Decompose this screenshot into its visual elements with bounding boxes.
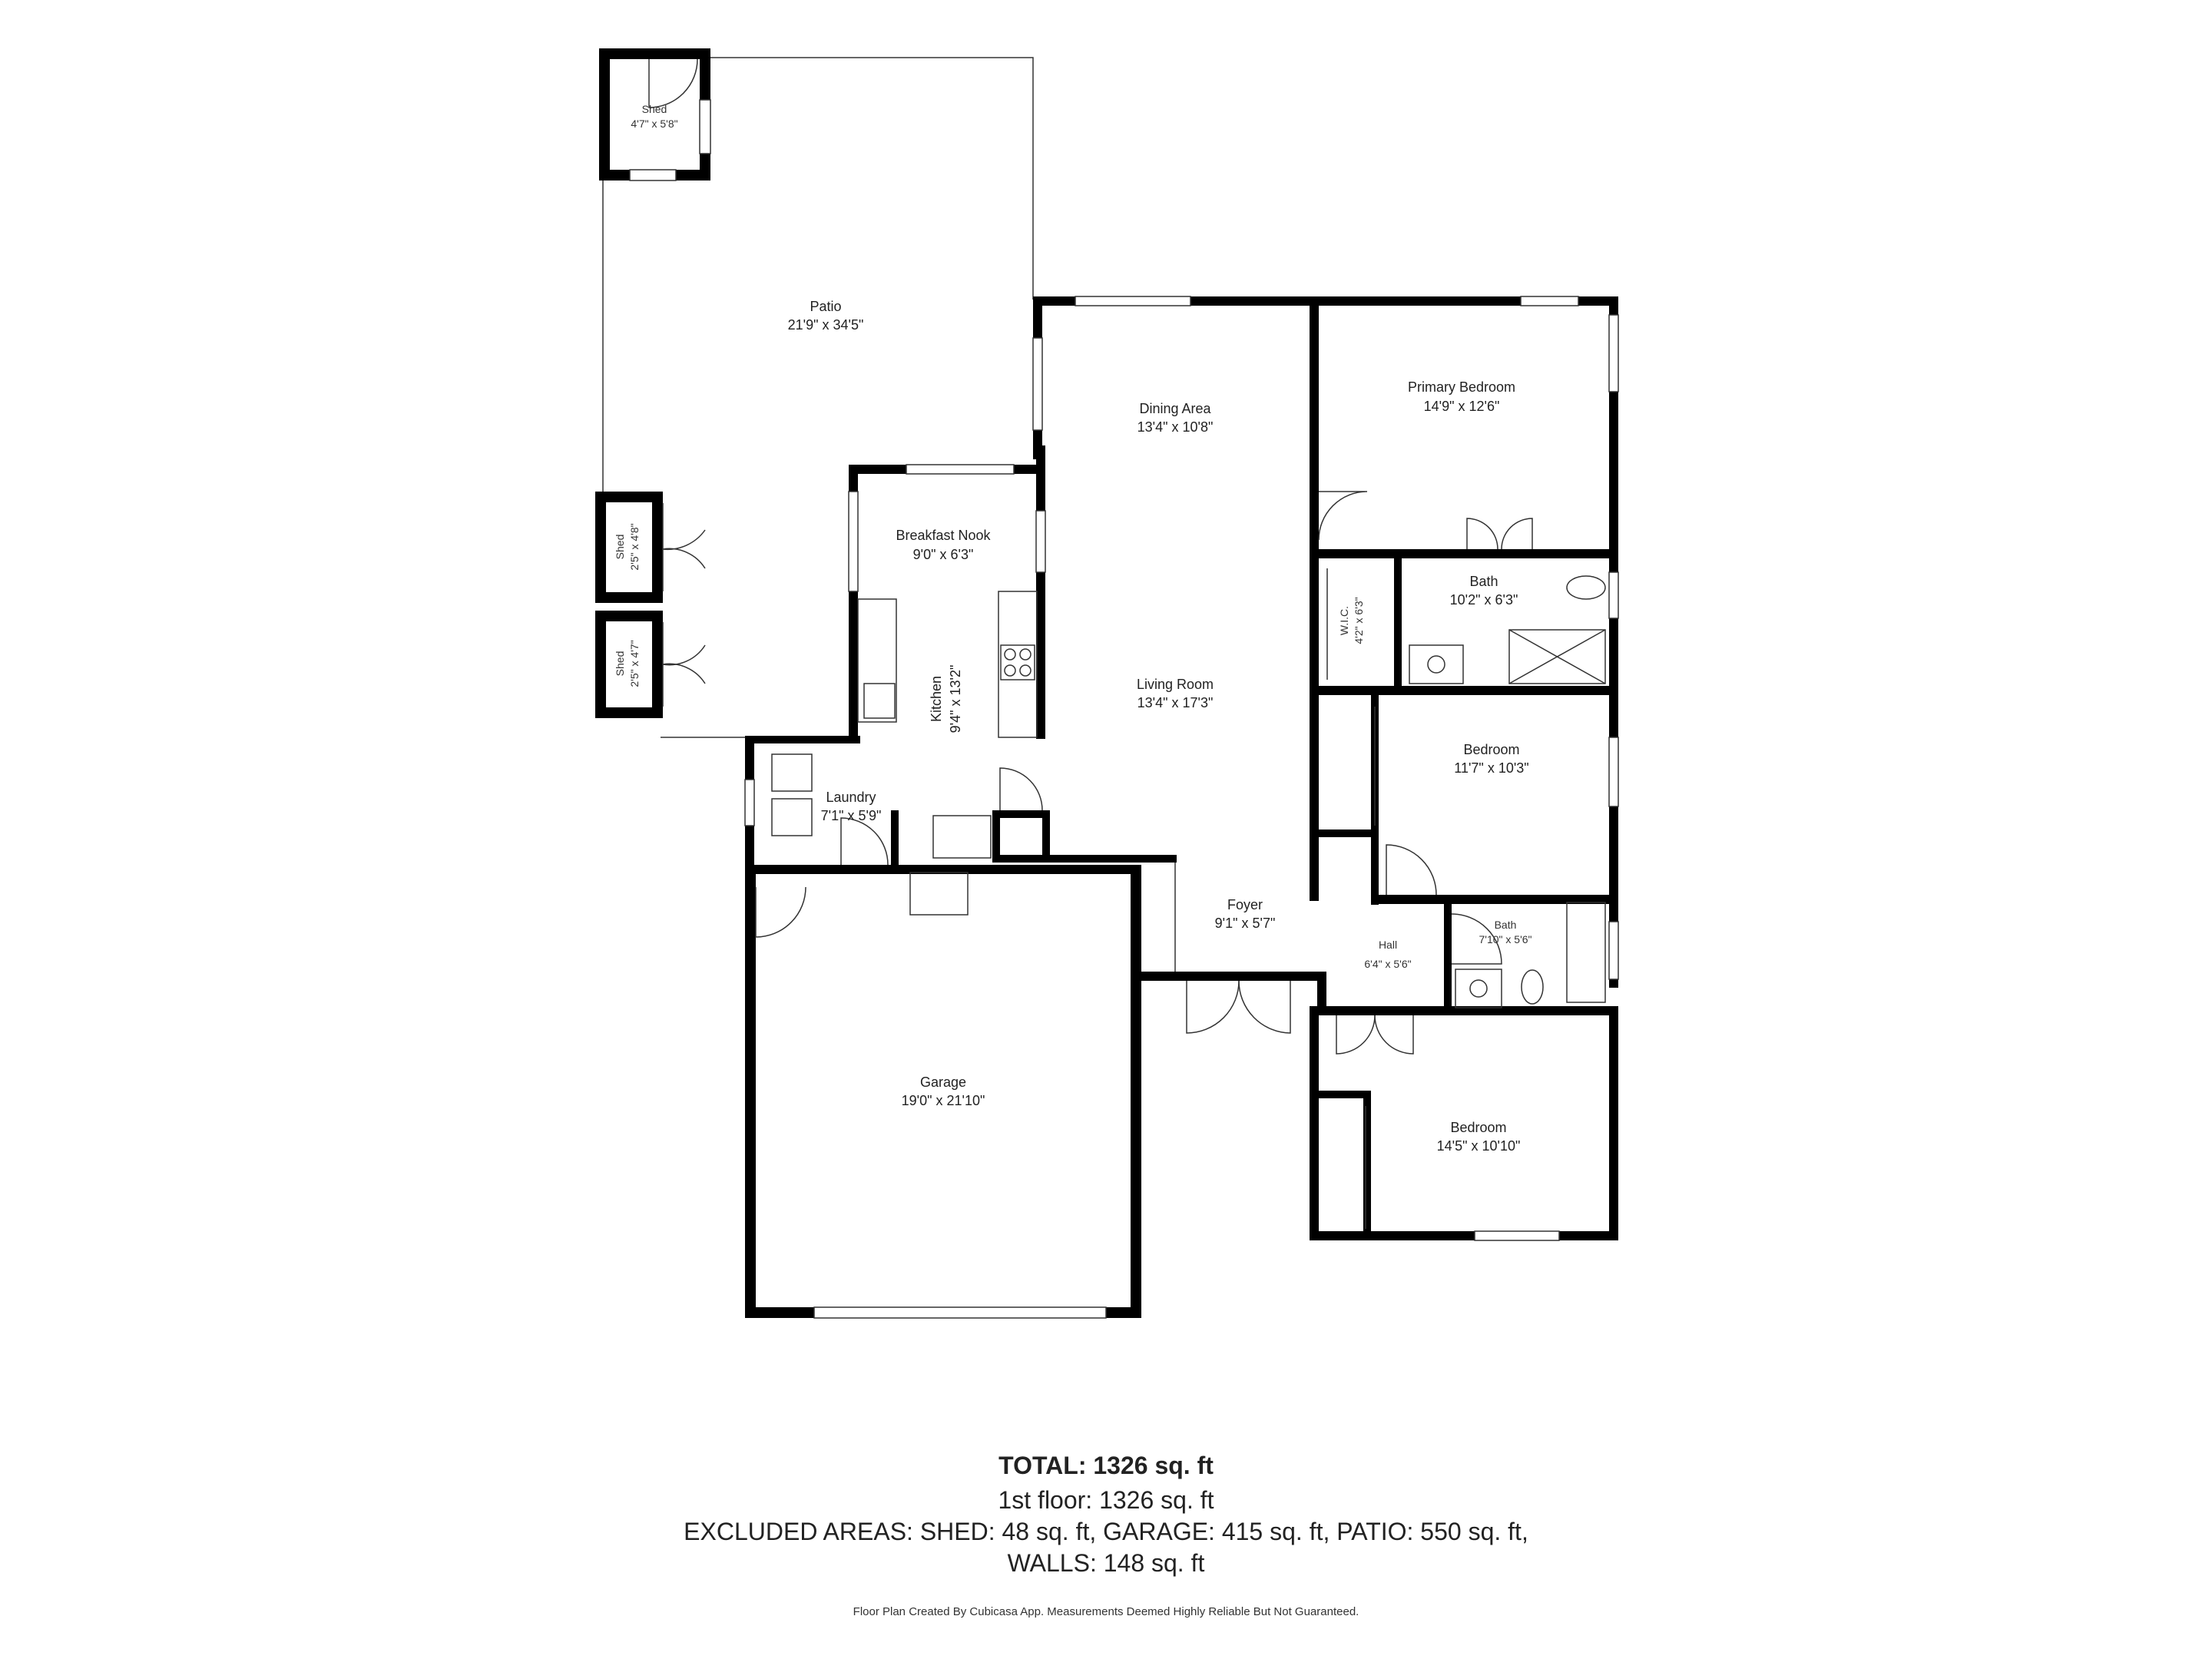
room-label-shed-top: Shed 4'7" x 5'8" — [631, 103, 677, 130]
room-size: 13'4" x 17'3" — [1137, 695, 1214, 710]
room-size: 11'7" x 10'3" — [1454, 760, 1528, 776]
room-size: 9'4" x 13'2" — [948, 665, 963, 733]
room-label-primary-bedroom: Primary Bedroom 14'9" x 12'6" — [1408, 379, 1515, 414]
room-name: Bath — [1469, 574, 1498, 589]
foyer-outline — [1137, 859, 1176, 972]
room-label-garage: Garage 19'0" x 21'10" — [902, 1075, 985, 1108]
windows — [629, 99, 1619, 1319]
room-size: 14'9" x 12'6" — [1424, 399, 1500, 414]
room-name: Bedroom — [1450, 1120, 1506, 1135]
room-label-dining-area: Dining Area 13'4" x 10'8" — [1137, 401, 1214, 435]
room-size: 10'2" x 6'3" — [1450, 592, 1518, 608]
patio-outline — [602, 57, 1034, 738]
room-label-bedroom-3: Bedroom 14'5" x 10'10" — [1437, 1120, 1521, 1154]
room-size: 2'5" x 4'8" — [628, 523, 641, 570]
room-label-foyer: Foyer 9'1" x 5'7" — [1215, 897, 1276, 931]
room-name: Living Room — [1137, 677, 1214, 692]
room-label-laundry: Laundry 7'1" x 5'9" — [821, 790, 882, 823]
room-label-bath-primary: Bath 10'2" x 6'3" — [1450, 574, 1518, 608]
room-name: Patio — [810, 299, 841, 314]
room-label-living-room: Living Room 13'4" x 17'3" — [1137, 677, 1214, 710]
room-name: Shed — [642, 103, 667, 115]
room-size: 21'9" x 34'5" — [788, 317, 864, 333]
room-label-breakfast-nook: Breakfast Nook 9'0" x 6'3" — [896, 528, 991, 562]
room-name: W.I.C. — [1338, 606, 1350, 635]
room-name: Primary Bedroom — [1408, 379, 1515, 395]
room-name: Bedroom — [1463, 742, 1519, 757]
room-size: 2'5" x 4'7" — [628, 640, 641, 687]
room-size: 4'2" x 6'3" — [1353, 597, 1365, 644]
room-size: 19'0" x 21'10" — [902, 1093, 985, 1108]
room-name: Hall — [1379, 939, 1397, 951]
room-name: Garage — [920, 1075, 966, 1090]
room-size: 6'4" x 5'6" — [1364, 958, 1411, 970]
room-label-patio: Patio 21'9" x 34'5" — [788, 299, 864, 333]
room-size: 9'1" x 5'7" — [1215, 916, 1276, 931]
room-size: 4'7" x 5'8" — [631, 118, 677, 130]
room-name: Laundry — [826, 790, 876, 805]
room-label-bedroom-2: Bedroom 11'7" x 10'3" — [1454, 742, 1528, 776]
room-label-kitchen: Kitchen 9'4" x 13'2" — [929, 665, 963, 733]
area-summary: TOTAL: 1326 sq. ft 1st floor: 1326 sq. f… — [0, 1452, 2212, 1579]
room-name: Dining Area — [1139, 401, 1211, 416]
total-area: TOTAL: 1326 sq. ft — [998, 1452, 1214, 1479]
room-label-shed-mid: Shed 2'5" x 4'8" — [614, 523, 641, 570]
fixtures — [771, 568, 1606, 1229]
room-size: 14'5" x 10'10" — [1437, 1138, 1521, 1154]
room-name: Foyer — [1227, 897, 1263, 912]
room-name: Shed — [614, 651, 626, 677]
room-size: 7'1" x 5'9" — [821, 808, 882, 823]
room-size: 9'0" x 6'3" — [913, 547, 974, 562]
room-name: Bath — [1495, 919, 1517, 931]
room-size: 13'4" x 10'8" — [1137, 419, 1214, 435]
doors — [648, 58, 1533, 1055]
room-name: Breakfast Nook — [896, 528, 991, 543]
excluded-areas: EXCLUDED AREAS: SHED: 48 sq. ft, GARAGE:… — [684, 1518, 1528, 1545]
room-size: 7'10" x 5'6" — [1479, 933, 1532, 945]
walls-area: WALLS: 148 sq. ft — [1007, 1549, 1205, 1577]
room-label-shed-low: Shed 2'5" x 4'7" — [614, 640, 641, 687]
floor-plan: Shed 4'7" x 5'8" Patio 21'9" x 34'5" She… — [595, 48, 1619, 1319]
first-floor-area: 1st floor: 1326 sq. ft — [998, 1486, 1214, 1514]
disclaimer-text: Floor Plan Created By Cubicasa App. Meas… — [853, 1605, 1359, 1618]
room-name: Shed — [614, 535, 626, 560]
room-label-hall: Hall 6'4" x 5'6" — [1364, 939, 1411, 970]
room-name: Kitchen — [929, 676, 944, 722]
room-label-wic: W.I.C. 4'2" x 6'3" — [1338, 597, 1365, 644]
room-label-bath-hall: Bath 7'10" x 5'6" — [1479, 919, 1532, 945]
